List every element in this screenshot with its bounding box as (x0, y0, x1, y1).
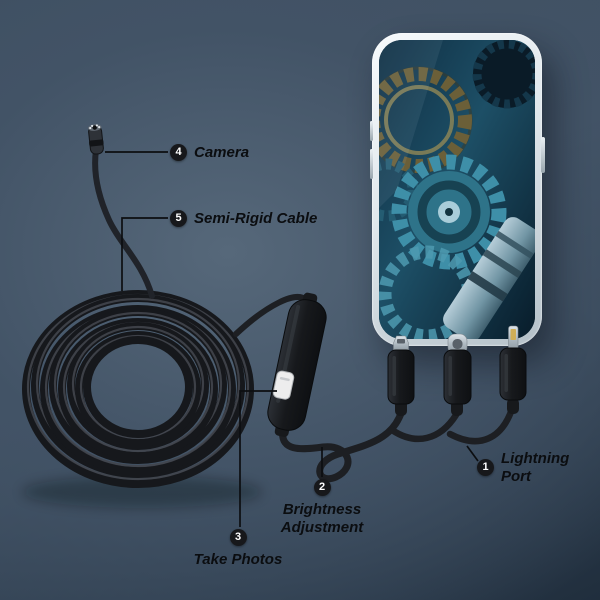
callout-lightning-port-label: Lightning Port (501, 450, 570, 485)
led-light-icon (95, 124, 98, 127)
split-cable (279, 405, 516, 483)
semi-rigid-cable-callout-line (121, 217, 168, 291)
coil-shadow (22, 476, 262, 508)
callout-semi-rigid-cable-label: Semi-Rigid Cable (194, 210, 318, 227)
led-light-icon (98, 125, 101, 129)
phone-volume-button (369, 121, 373, 141)
screen-machinery-image (379, 40, 535, 339)
camera-lens-icon (92, 125, 97, 130)
callout-brightness-label: Brightness Adjustment (280, 501, 364, 536)
callout-camera-label: Camera (194, 144, 250, 161)
coiled-cable (22, 290, 254, 488)
lightning-port-callout-line (466, 445, 479, 462)
photo-shutter-button (272, 370, 295, 400)
controller (267, 292, 327, 437)
gear-silhouette-icon (473, 40, 535, 108)
lightning-connector (499, 325, 527, 414)
led-light-icon (89, 126, 92, 130)
smartphone (369, 33, 545, 346)
callout-take-photos-number: 3 (229, 529, 247, 546)
callout-semi-rigid-cable: 5 Semi-Rigid Cable (170, 210, 317, 228)
callout-lines (105, 151, 479, 527)
usb-c-connector (443, 333, 472, 416)
camera-head (87, 124, 104, 155)
callout-take-photos-label: Take Photos (193, 551, 283, 568)
callout-brightness-number: 2 (313, 479, 331, 496)
phone-volume-button (369, 149, 373, 179)
drive-shaft-icon (443, 217, 535, 339)
callout-camera-number: 4 (170, 144, 187, 162)
callout-semi-rigid-cable-number: 5 (170, 210, 187, 228)
take-photos-callout-line (239, 390, 277, 527)
large-gear-icon (391, 154, 507, 270)
callout-take-photos: 3 Take Photos (178, 529, 298, 569)
micro-usb-connector (387, 335, 415, 416)
callout-lightning-port-number: 1 (477, 459, 494, 477)
smartphone-screen (379, 40, 535, 339)
callout-camera: 4 Camera (170, 144, 249, 162)
callout-lightning-port: 1 Lightning Port (477, 450, 575, 485)
led-light-icon (91, 124, 94, 128)
callout-brightness-adjustment: 2 Brightness Adjustment (257, 479, 387, 536)
phone-power-button (541, 137, 545, 173)
semi-rigid-cable (92, 147, 155, 299)
